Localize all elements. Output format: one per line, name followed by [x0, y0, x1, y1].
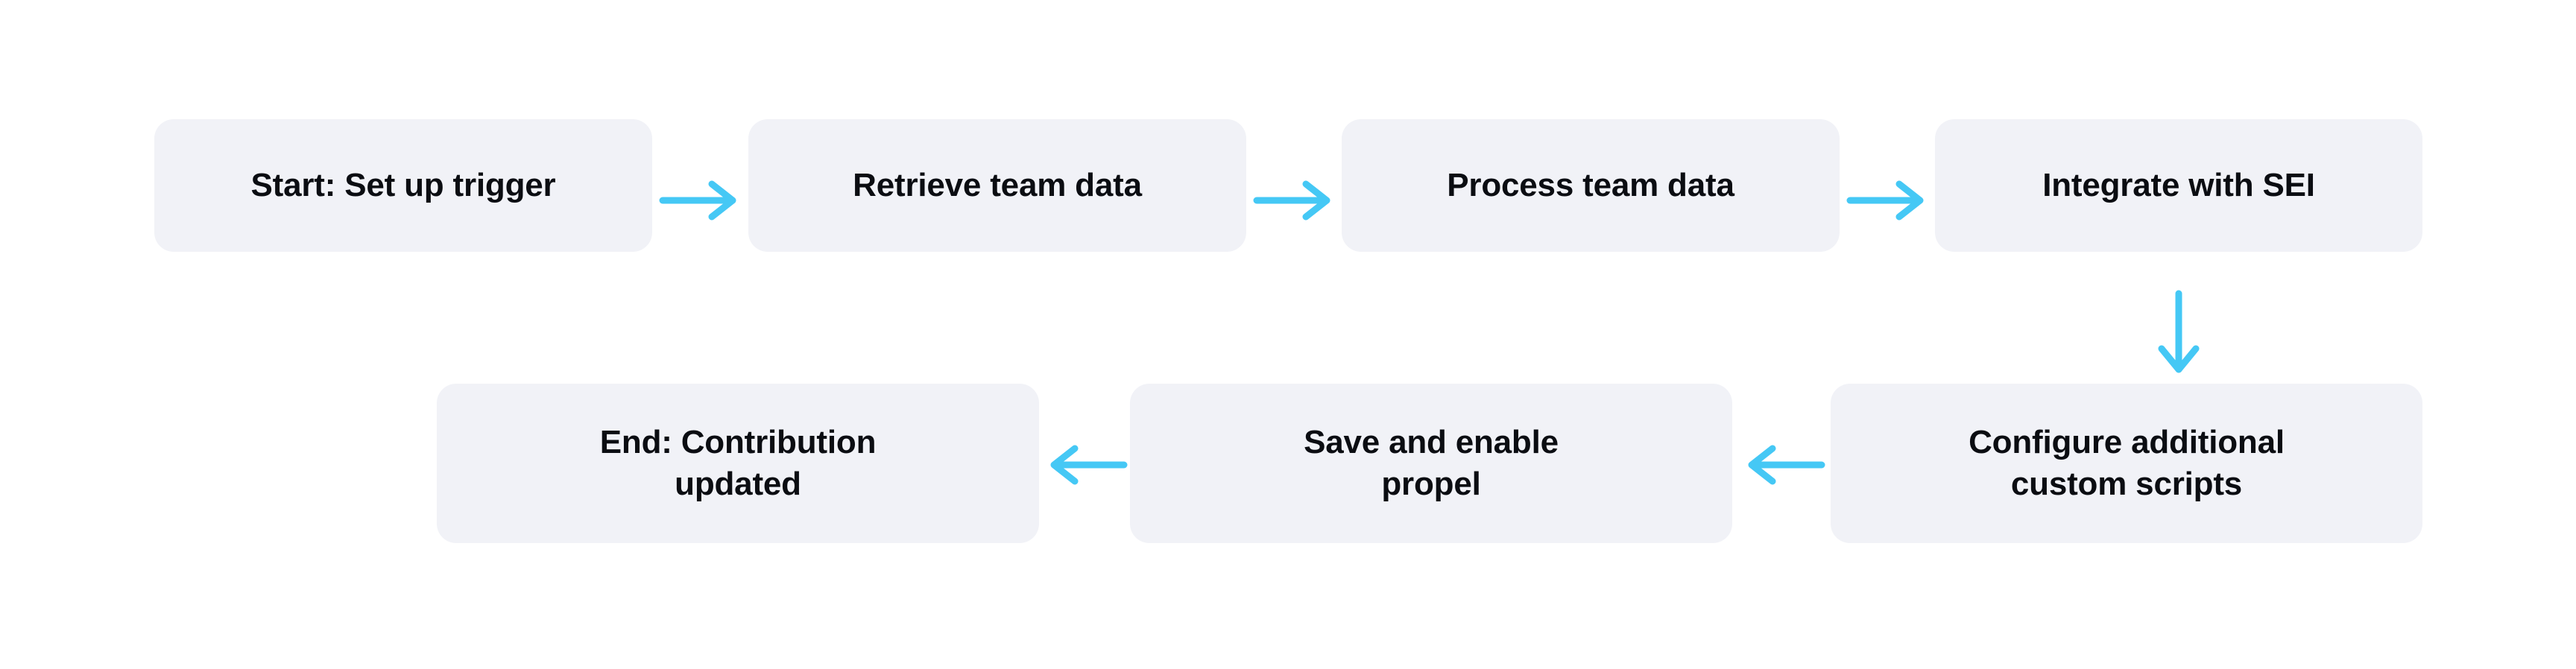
- arrow-right-start-to-retrieve: [658, 174, 743, 227]
- flow-node-label: Configure additional custom scripts: [1969, 424, 2285, 502]
- flow-node-label: Retrieve team data: [853, 167, 1142, 204]
- flow-node-save[interactable]: Save and enable propel: [1130, 384, 1732, 543]
- arrow-left-save-to-end: [1044, 438, 1128, 492]
- arrow-right-retrieve-to-process: [1252, 174, 1337, 227]
- arrow-right-process-to-integrate: [1846, 174, 1931, 227]
- flow-node-retrieve[interactable]: Retrieve team data: [748, 119, 1246, 252]
- flow-node-label: Process team data: [1447, 167, 1734, 204]
- flow-node-label: Start: Set up trigger: [250, 167, 556, 204]
- flow-node-start[interactable]: Start: Set up trigger: [154, 119, 652, 252]
- flow-node-label: Integrate with SEI: [2042, 167, 2315, 204]
- flow-node-label: End: Contribution updated: [599, 424, 877, 502]
- flow-node-configure[interactable]: Configure additional custom scripts: [1831, 384, 2422, 543]
- flow-node-process[interactable]: Process team data: [1342, 119, 1840, 252]
- arrow-left-configure-to-save: [1741, 438, 1826, 492]
- flow-node-end[interactable]: End: Contribution updated: [437, 384, 1039, 543]
- flow-node-label: Save and enable propel: [1304, 424, 1559, 502]
- flow-node-integrate[interactable]: Integrate with SEI: [1935, 119, 2422, 252]
- arrow-down-integrate-to-configure: [2152, 289, 2206, 378]
